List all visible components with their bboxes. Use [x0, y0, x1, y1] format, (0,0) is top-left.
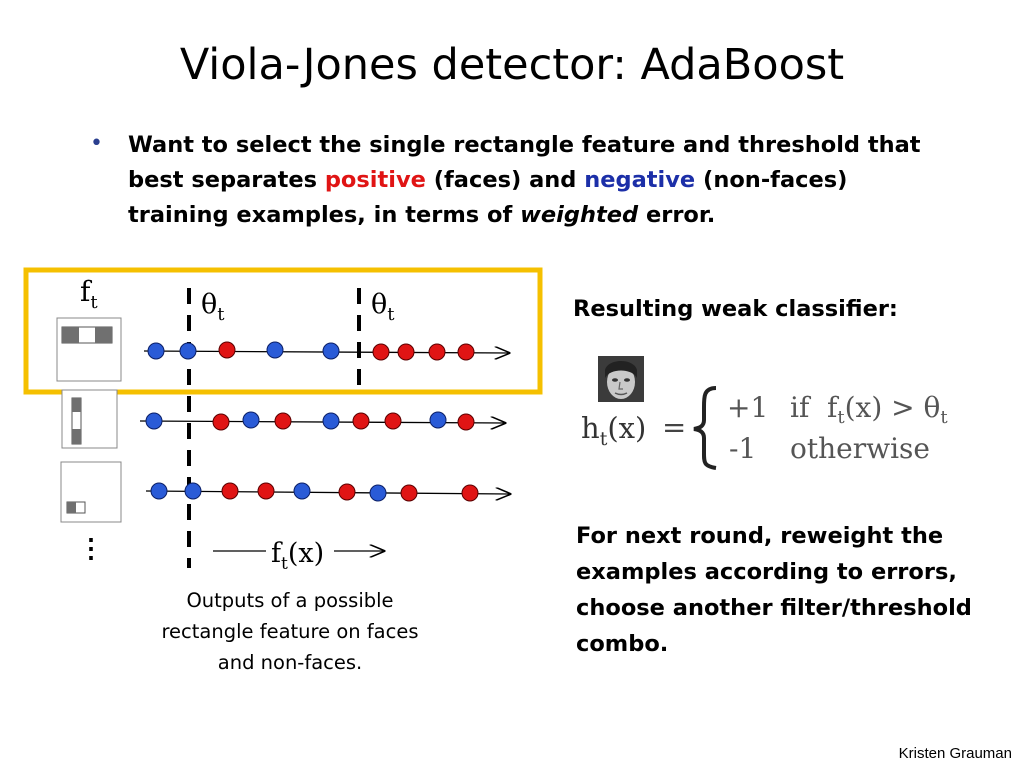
point-negative	[242, 411, 260, 429]
point-positive	[372, 343, 390, 361]
point-positive	[457, 343, 475, 361]
classifier-minus-one: -1	[729, 432, 756, 465]
highlight-box	[23, 267, 543, 395]
next-round-text: For next round, reweight the examples ac…	[576, 523, 972, 657]
point-positive	[457, 413, 475, 431]
point-negative	[184, 482, 202, 500]
classifier-ht: ht(x)	[581, 411, 646, 450]
classifier-condition: ft(x) > θt	[827, 391, 948, 428]
axis-row-2	[139, 421, 505, 423]
point-positive	[352, 412, 370, 430]
ftx-axis-label: ft(x)	[271, 538, 324, 574]
point-positive	[428, 343, 446, 361]
point-negative	[322, 342, 340, 360]
point-positive	[338, 483, 356, 501]
classifier-if: if	[790, 391, 812, 424]
bullet-text: Want to select the single rectangle feat…	[128, 128, 938, 233]
ft-label: ft	[80, 275, 98, 313]
slide-title: Viola-Jones detector: AdaBoost	[179, 40, 845, 90]
point-negative	[150, 482, 168, 500]
point-negative	[322, 412, 340, 430]
point-negative	[293, 482, 311, 500]
bullet-dot-icon: •	[90, 131, 103, 156]
positive-word: positive	[324, 167, 426, 193]
point-positive	[397, 343, 415, 361]
theta-label-2: θt	[371, 289, 395, 325]
bullet-text-2: (faces) and	[425, 167, 585, 193]
point-negative	[145, 412, 163, 430]
negative-word: negative	[584, 167, 696, 193]
point-negative	[147, 342, 165, 360]
ellipsis-icon: ⋮	[78, 534, 104, 564]
feature-thumbnail-3	[60, 461, 122, 523]
classifier-brace	[693, 386, 717, 470]
feature-thumbnail-2	[61, 389, 118, 449]
classifier-equals: =	[662, 410, 686, 444]
classifier-plus-one: +1	[727, 391, 768, 424]
point-positive	[400, 484, 418, 502]
resulting-classifier-label: Resulting weak classifier:	[573, 296, 898, 322]
weighted-word: weighted	[520, 202, 639, 228]
author-credit: Kristen Grauman	[898, 745, 1012, 762]
point-positive	[461, 484, 479, 502]
face-thumbnail	[598, 356, 644, 402]
classifier-otherwise: otherwise	[790, 432, 930, 465]
point-negative	[429, 411, 447, 429]
point-positive	[384, 412, 402, 430]
point-positive	[212, 413, 230, 431]
point-negative	[179, 342, 197, 360]
point-positive	[218, 341, 236, 359]
feature-thumbnail-1	[56, 317, 122, 382]
bullet-text-4: error.	[638, 202, 716, 228]
theta-label-1: θt	[201, 289, 225, 325]
bullet-text-3: (non-faces) training examples, in terms …	[128, 167, 848, 228]
axis-row-3	[145, 491, 510, 494]
point-negative	[266, 341, 284, 359]
bullet-text-1: Want to select the single rectangle feat…	[128, 132, 921, 193]
point-positive	[274, 412, 292, 430]
diagram-caption: Outputs of a possible rectangle feature …	[161, 589, 419, 674]
point-positive	[221, 482, 239, 500]
point-positive	[257, 482, 275, 500]
point-negative	[369, 484, 387, 502]
